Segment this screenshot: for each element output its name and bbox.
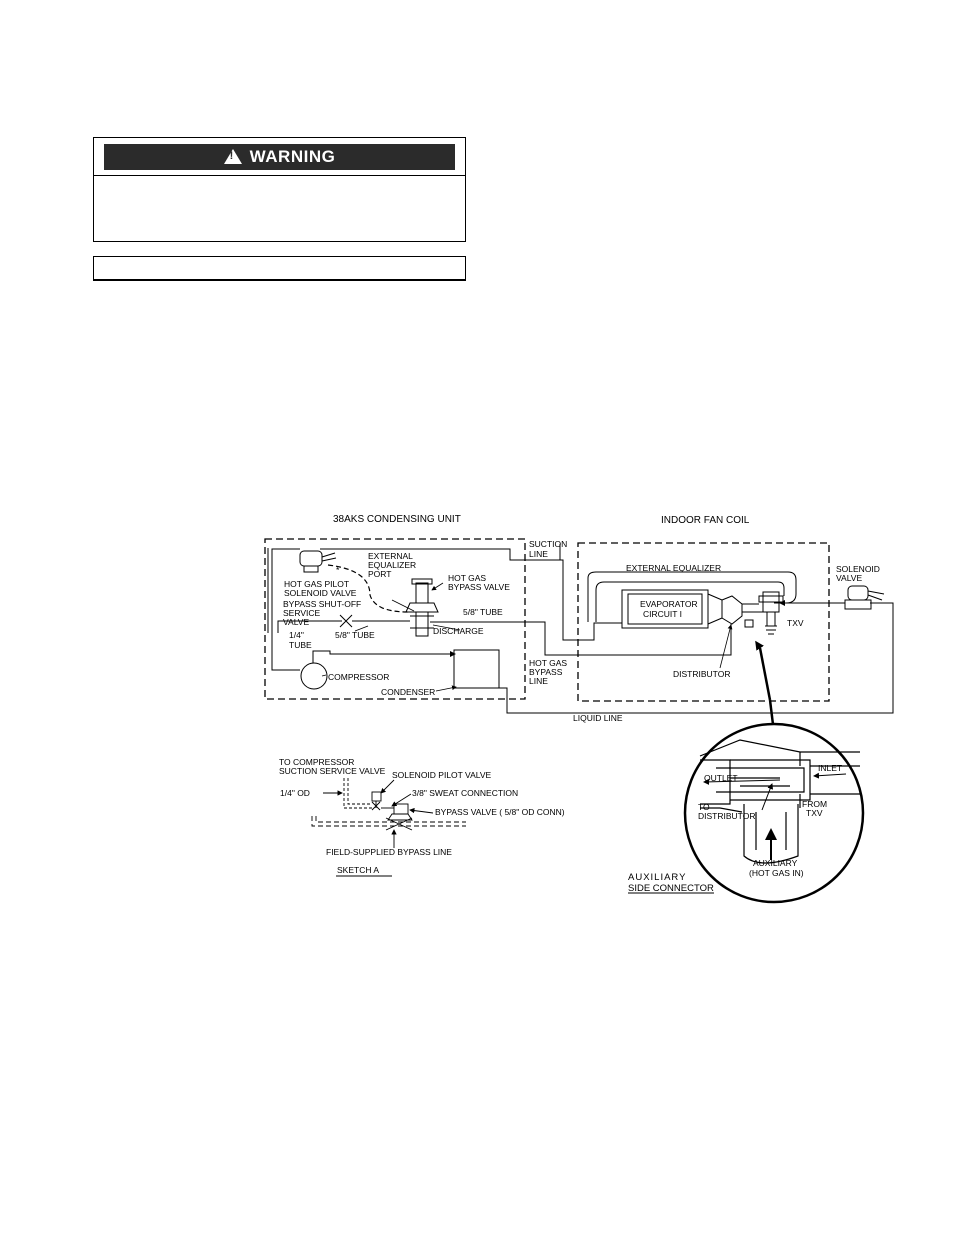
label-distributor: DISTRIBUTOR (673, 669, 730, 679)
sketch-bypass-valve: BYPASS VALVE ( 5/8" OD CONN) (435, 807, 565, 817)
label-ext-eq-port-2: EQUALIZER (368, 560, 416, 570)
label-condenser: CONDENSER (381, 687, 435, 697)
note-box (93, 256, 466, 281)
connector-from-2: TXV (806, 808, 823, 818)
bypass-shutoff-pipe (277, 620, 410, 633)
label-txv: TXV (787, 618, 804, 628)
label-hgb-line-1: HOT GAS (529, 658, 567, 668)
label-hgb-line-3: LINE (529, 676, 548, 686)
condensing-unit-enclosure (264, 538, 526, 700)
fan-coil-title: INDOOR FAN COIL (661, 515, 750, 526)
connector-inlet: INLET (818, 763, 842, 773)
label-pilot-2: SOLENOID VALVE (284, 588, 357, 598)
warning-triangle-icon (223, 148, 242, 164)
label-tube-14-1: 1/4" (289, 630, 304, 640)
connector-to-1: TO (698, 802, 710, 812)
sketch-to-comp-2: SUCTION SERVICE VALVE (279, 766, 386, 776)
sketch-field-supplied: FIELD-SUPPLIED BYPASS LINE (326, 847, 452, 857)
label-bypass-valve-2: BYPASS VALVE (448, 582, 510, 592)
evaporator-coil (621, 589, 743, 629)
label-ext-eq-port-3: PORT (368, 569, 391, 579)
label-external-equalizer: EXTERNAL EQUALIZER (626, 563, 721, 573)
connector-title-2: SIDE CONNECTOR (628, 883, 714, 894)
compressor (300, 662, 328, 690)
label-bypass-valve-1: HOT GAS (448, 573, 486, 583)
label-solenoid-valve: VALVE (836, 573, 862, 583)
label-tube-14-2: TUBE (289, 640, 312, 650)
connector-outlet: OUTLET (704, 773, 738, 783)
label-asterisk: * (336, 565, 340, 575)
pilot-line (327, 564, 409, 613)
sketch-a (311, 778, 466, 877)
sketch-sweat: 3/8" SWEAT CONNECTION (412, 788, 518, 798)
label-tube-58-a: 5/8" TUBE (463, 607, 503, 617)
external-equalizer-line (587, 571, 797, 622)
label-liquid-line: LIQUID LINE (573, 713, 623, 723)
sketch-to-comp-1: TO COMPRESSOR (279, 757, 354, 767)
sketch-od-14: 1/4" OD (280, 788, 310, 798)
auxiliary-side-connector (699, 739, 860, 864)
label-discharge: DISCHARGE (433, 626, 484, 636)
label-pilot-1: HOT GAS PILOT (284, 579, 349, 589)
label-solenoid: SOLENOID (836, 564, 880, 574)
sketch-a-title: SKETCH A (337, 865, 379, 875)
hot-gas-bypass-valve (405, 578, 439, 637)
label-hgb-line-2: BYPASS (529, 667, 563, 677)
label-shutoff-2: SERVICE (283, 608, 320, 618)
label-ext-eq-port-1: EXTERNAL (368, 551, 413, 561)
label-suction-line: LINE (529, 549, 548, 559)
sketch-solenoid-pilot: SOLENOID PILOT VALVE (392, 770, 492, 780)
warning-divider (94, 175, 465, 176)
warning-label: WARNING (249, 147, 336, 166)
warning-header: WARNING (104, 144, 455, 170)
hot-gas-pilot-solenoid-valve (299, 550, 337, 573)
warning-box: WARNING (93, 137, 466, 242)
connector-from-1: FROM (802, 799, 827, 809)
suction-line (271, 548, 622, 671)
connector-aux-2: (HOT GAS IN) (749, 868, 804, 878)
label-compressor: COMPRESSOR (328, 672, 389, 682)
label-tube-58-b: 5/8" TUBE (335, 630, 375, 640)
connector-to-2: DISTRIBUTOR (698, 811, 755, 821)
liquid-line-pipe (485, 602, 894, 714)
label-shutoff-1: BYPASS SHUT-OFF (283, 599, 361, 609)
txv-valve (742, 591, 784, 635)
label-suction: SUCTION (529, 539, 567, 549)
hot-gas-bypass-pipe (430, 621, 732, 656)
condensing-unit-title: 38AKS CONDENSING UNIT (333, 514, 461, 525)
fan-coil-enclosure (577, 542, 830, 702)
label-shutoff-3: VALVE (283, 617, 309, 627)
label-evaporator-1: EVAPORATOR (640, 599, 698, 609)
connector-title-1: AUXILIARY (628, 872, 686, 883)
condenser (453, 649, 500, 689)
connector-aux-1: AUXILIARY (753, 858, 798, 868)
label-evaporator-2: CIRCUIT I (643, 609, 682, 619)
liquid-solenoid-valve (844, 585, 885, 610)
discharge-pipe (312, 650, 456, 657)
